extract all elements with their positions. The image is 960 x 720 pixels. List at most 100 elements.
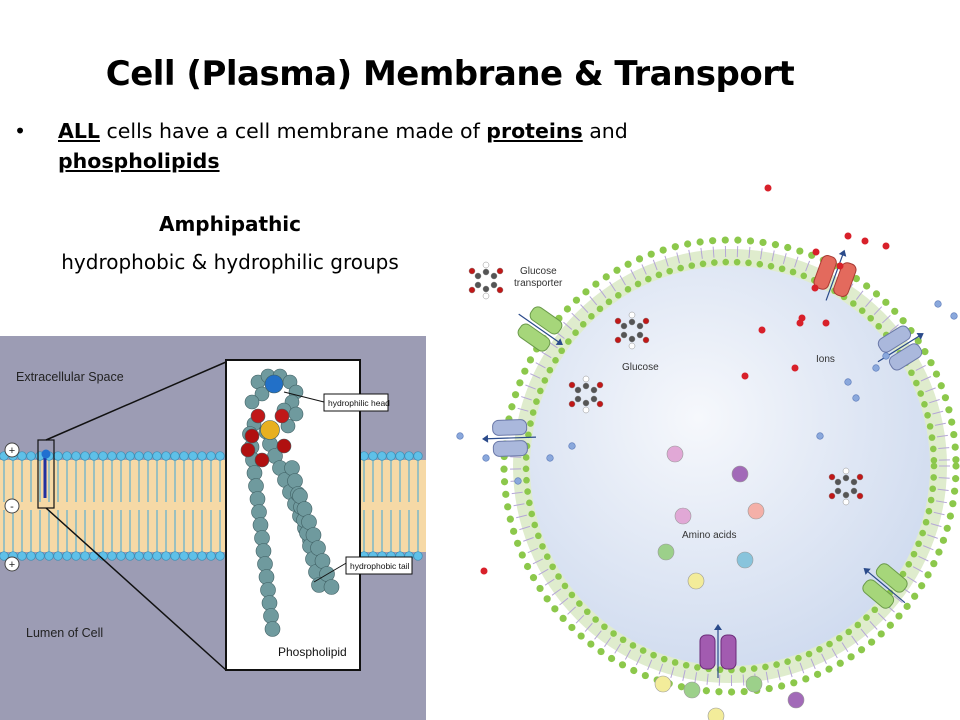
- lipid-head: [655, 271, 663, 279]
- lipid-head: [53, 451, 63, 461]
- lipid-tail: [925, 387, 936, 393]
- lipid-head: [597, 647, 605, 656]
- highlighted-lipid-box: [37, 439, 55, 509]
- lipid-head: [886, 621, 894, 629]
- ion-red: [861, 237, 869, 245]
- lipid-head: [759, 238, 767, 247]
- lipid-tail: [604, 637, 612, 647]
- lipid-head: [922, 518, 930, 526]
- glucose-molecule: [568, 375, 604, 414]
- lipid-head: [522, 465, 530, 473]
- lipid-head: [521, 367, 529, 375]
- lipid-tail: [932, 410, 944, 415]
- ion-channel-subunit: [813, 255, 837, 290]
- lipid-head: [500, 478, 509, 486]
- lipid-tail: [541, 351, 552, 359]
- lipid-head: [527, 420, 534, 427]
- glucose-atom: [482, 261, 490, 269]
- lipid-head: [910, 550, 918, 558]
- lipid-head: [778, 682, 786, 690]
- lipid-head: [543, 553, 551, 561]
- ion-channel: [813, 249, 857, 301]
- lipid-head: [583, 608, 591, 616]
- lipid-tail: [532, 558, 544, 565]
- glucose-atom: [636, 331, 644, 339]
- zoom-line-bottom: [45, 507, 227, 671]
- transport-arrow: [518, 313, 562, 345]
- tail-atom: [254, 530, 270, 546]
- amino-acid: [687, 572, 705, 590]
- lipid-head: [161, 551, 171, 561]
- lipid-tail: [538, 568, 549, 576]
- lipid-tail: [873, 306, 883, 315]
- glucose-atom: [582, 375, 590, 383]
- phospholipid-label: Phospholipid: [278, 645, 347, 659]
- lipid-head: [62, 551, 72, 561]
- lipid-head: [125, 451, 135, 461]
- glucose-atom: [482, 268, 490, 276]
- glucose-transporter-label: Glucose transporter: [514, 266, 563, 289]
- tail-atom: [244, 394, 260, 410]
- lipid-head: [526, 499, 533, 507]
- oxygen-atom: [244, 428, 260, 444]
- amino-acids-label: Amino acids: [682, 530, 736, 541]
- lipid-head: [795, 654, 802, 662]
- lipid-head: [773, 661, 780, 668]
- hydrophobic-label: hydrophobic tail: [350, 561, 410, 571]
- lipid-head: [641, 671, 649, 680]
- glucose-transporter-label-line1: Glucose: [520, 266, 557, 277]
- charge-markers: +-+: [4, 442, 20, 572]
- lipid-head: [197, 551, 207, 561]
- lipid-head: [588, 313, 595, 320]
- hydrophobic-pointer: [313, 561, 349, 583]
- ion-channel-subunit: [833, 262, 857, 297]
- lipid-head: [913, 379, 920, 387]
- lipid-head: [899, 317, 907, 325]
- lipid-tail: [718, 674, 721, 686]
- lipid-head: [867, 314, 874, 322]
- protein-pump: [699, 624, 737, 678]
- lipid-tail: [935, 500, 948, 504]
- ion-blue: [852, 394, 860, 402]
- lipid-head: [914, 337, 922, 345]
- lipid-tail: [930, 523, 942, 528]
- lipid-tail: [712, 246, 715, 258]
- lipid-head: [908, 369, 915, 377]
- lipid-head: [868, 638, 876, 646]
- ion-blue: [568, 442, 576, 450]
- lipid-head: [826, 640, 833, 648]
- tail-atom: [260, 582, 276, 598]
- lipid-tail: [906, 576, 917, 584]
- transport-arrowhead: [482, 434, 489, 443]
- lipid-head: [872, 290, 881, 298]
- lipid-head: [796, 247, 804, 255]
- lipid-head: [930, 462, 938, 470]
- lipid-tail: [624, 649, 632, 660]
- lipid-tail: [821, 653, 827, 664]
- lipid-head: [602, 273, 610, 281]
- lipid-head: [618, 661, 627, 669]
- tail-atom: [263, 608, 279, 624]
- cell-interior: [530, 266, 930, 666]
- glucose-atom: [842, 498, 850, 506]
- lipid-head: [935, 548, 943, 556]
- lipid-head: [386, 451, 396, 461]
- glucose-molecule: [468, 261, 504, 300]
- glucose-transporter-label-line2: transporter: [514, 278, 563, 289]
- lipid-tail: [519, 525, 531, 531]
- glucose-atom: [628, 335, 636, 343]
- lipid-head: [526, 356, 535, 364]
- membrane-proteins: [482, 249, 924, 678]
- hydrophilic-pointer: [283, 391, 325, 403]
- lipid-head: [62, 451, 72, 461]
- lipid-tail: [742, 674, 745, 686]
- lipid-tail: [614, 643, 621, 654]
- lipid-tail: [869, 620, 878, 630]
- ions-label: Ions: [816, 354, 835, 365]
- lipid-tail: [619, 275, 626, 286]
- lipid-head: [733, 258, 741, 266]
- lipid-tail: [938, 477, 950, 479]
- bullet-emphasis-phospholipids: phospholipids: [58, 149, 220, 173]
- lipid-tail: [794, 256, 799, 268]
- lipid-head: [624, 286, 632, 293]
